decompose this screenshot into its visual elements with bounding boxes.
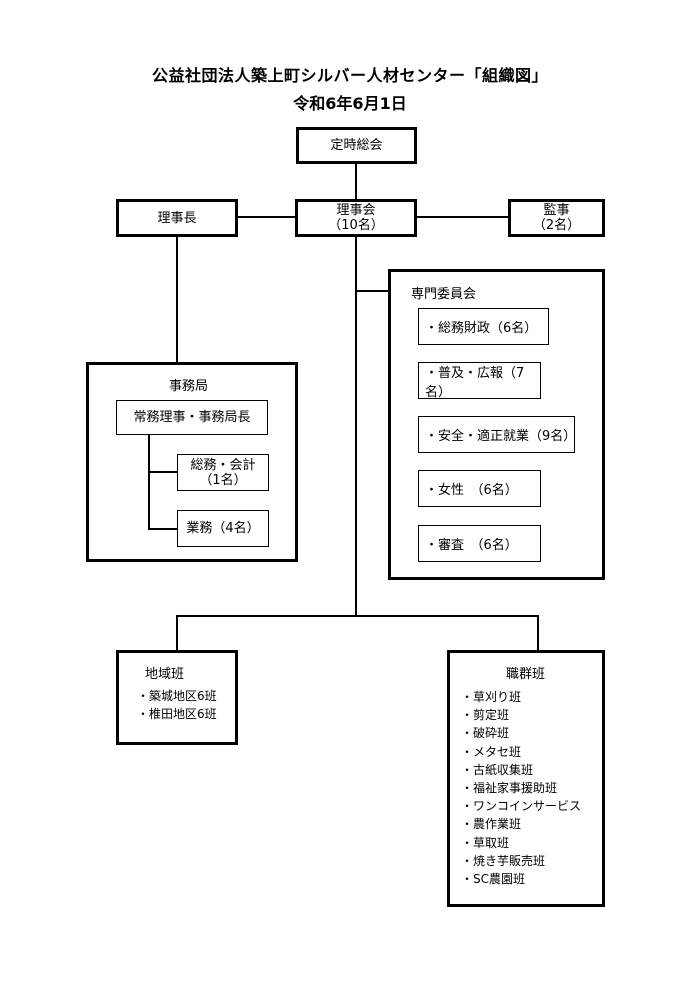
connector-meeting-board (355, 163, 357, 199)
connector-general-affairs (148, 471, 178, 473)
list-item: ・築城地区6班 (137, 689, 217, 703)
regional-title: 地域班 (145, 667, 185, 682)
auditor-count: （2名） (532, 218, 581, 233)
committee-item: ・審査 （6名） (418, 525, 541, 562)
chairman-box: 理事長 (116, 199, 238, 237)
board-box: 理事会 （10名） (295, 199, 417, 237)
connector-branch-occupational (537, 615, 539, 651)
board-label: 理事会 (336, 203, 376, 218)
auditor-box: 監事 （2名） (508, 199, 605, 237)
connector-branch-regional (176, 615, 178, 651)
general-meeting-box: 定時総会 (296, 127, 417, 164)
committee-item: ・普及・広報（7名） (418, 362, 541, 400)
general-affairs-label: 総務・会計 (190, 457, 256, 473)
connector-chairman-secretariat (176, 237, 178, 364)
secretariat-box: 事務局 常務理事・事務局長 総務・会計 （1名） 業務（4名） (86, 362, 298, 562)
list-item: ・椎田地区6班 (137, 707, 217, 722)
connector-chairman-board (237, 216, 296, 218)
connector-board-trunk (355, 237, 357, 617)
connector-secretariat-tree (148, 434, 150, 529)
occupational-title: 職群班 (506, 667, 546, 682)
operations-box: 業務（4名） (177, 510, 269, 547)
committee-item: ・安全・適正就業（9名） (418, 416, 576, 453)
committee-title: 専門委員会 (411, 287, 477, 302)
committee-box: 専門委員会 ・総務財政（6名） ・普及・広報（7名） ・安全・適正就業（9名） … (388, 269, 605, 580)
list-item: ・草取班 (461, 835, 510, 850)
occupational-box: 職群班 ・草刈り班 ・剪定班 ・破砕班 ・メタセ班 ・古紙収集班 ・福祉家事援助… (447, 650, 605, 907)
list-item: ・焼き芋販売班 (461, 853, 546, 868)
general-affairs-box: 総務・会計 （1名） (177, 454, 269, 491)
list-item: ・破砕班 (461, 726, 510, 741)
auditor-label: 監事 (543, 203, 570, 218)
general-meeting-label: 定時総会 (330, 138, 383, 153)
committee-item: ・総務財政（6名） (418, 308, 549, 345)
secretariat-head-box: 常務理事・事務局長 (116, 400, 268, 435)
list-item: ・剪定班 (461, 708, 510, 723)
chairman-label: 理事長 (157, 210, 197, 226)
regional-box: 地域班 ・築城地区6班 ・椎田地区6班 (116, 650, 238, 745)
connector-board-auditor (416, 216, 508, 218)
board-count: （10名） (328, 218, 384, 233)
page-title: 公益社団法人築上町シルバー人材センター「組織図」 (151, 66, 548, 85)
page-date: 令和6年6月1日 (293, 94, 407, 113)
connector-trunk-committee (355, 290, 389, 292)
committee-item: ・女性 （6名） (418, 470, 541, 507)
general-affairs-count: （1名） (199, 472, 247, 488)
list-item: ・メタセ班 (461, 744, 522, 759)
list-item: ・農作業班 (461, 817, 522, 832)
list-item: ・福祉家事援助班 (461, 781, 558, 796)
list-item: ・草刈り班 (461, 690, 522, 704)
operations-label: 業務（4名） (186, 521, 260, 536)
list-item: ・ワンコインサービス (461, 799, 582, 814)
connector-branch-horizontal (176, 615, 538, 617)
list-item: ・古紙収集班 (461, 762, 534, 777)
connector-operations (148, 528, 178, 530)
secretariat-head-label: 常務理事・事務局長 (133, 410, 251, 425)
list-item: ・SC農園班 (461, 872, 525, 887)
secretariat-title: 事務局 (169, 379, 209, 394)
